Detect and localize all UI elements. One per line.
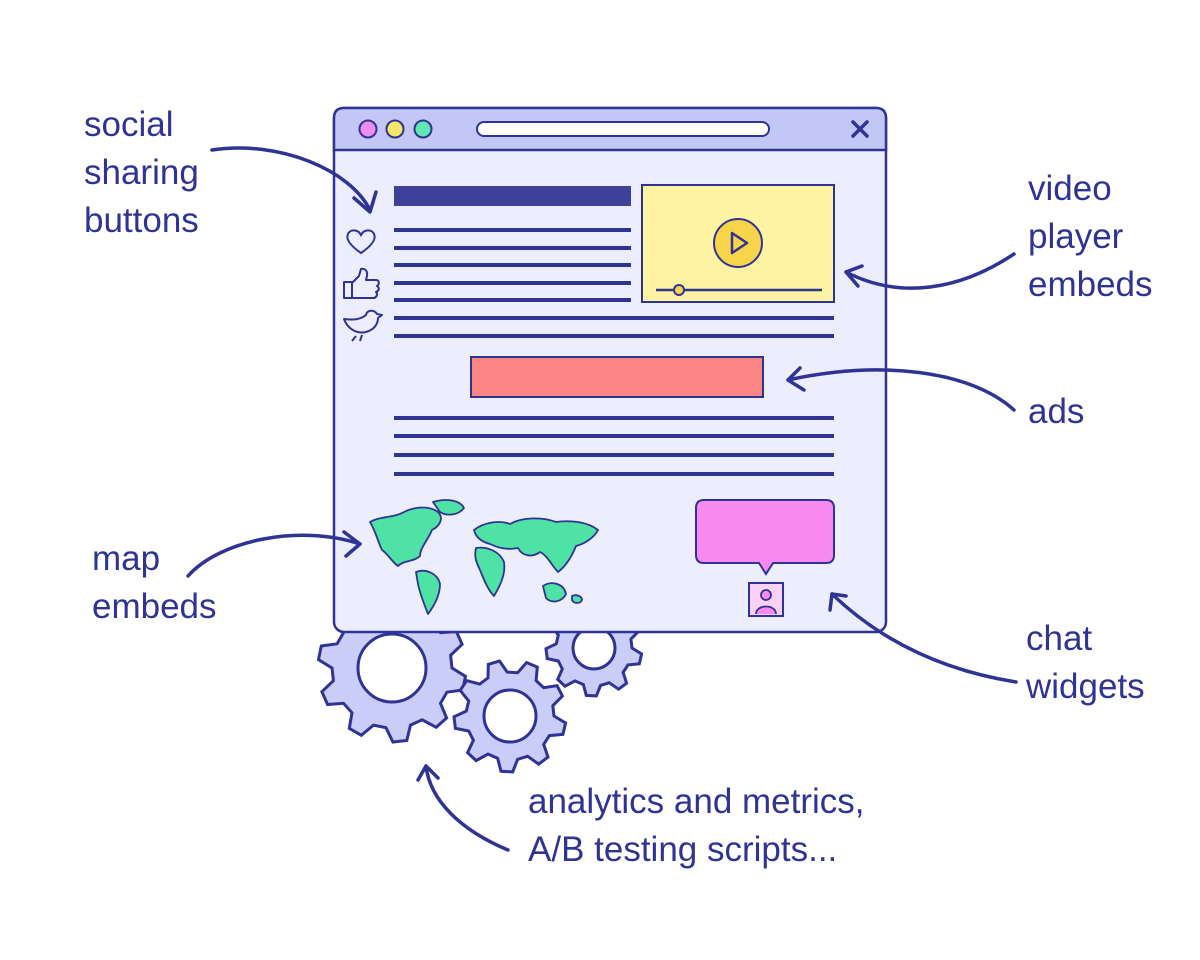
label-chat-widgets: chat widgets bbox=[1026, 615, 1145, 711]
label-line: player bbox=[1028, 217, 1124, 256]
label-line: widgets bbox=[1026, 667, 1145, 706]
label-line: embeds bbox=[1028, 265, 1153, 304]
arrow-social bbox=[210, 146, 378, 214]
progress-handle[interactable] bbox=[673, 284, 685, 296]
address-bar[interactable] bbox=[476, 121, 770, 137]
label-line: social bbox=[84, 105, 174, 144]
label-line: sharing bbox=[84, 153, 199, 192]
chat-widget[interactable] bbox=[695, 499, 835, 617]
ad-banner[interactable] bbox=[470, 356, 764, 398]
world-map-icon bbox=[369, 499, 599, 615]
article-text-top bbox=[394, 228, 834, 338]
minimize-dot-yellow[interactable] bbox=[385, 119, 405, 139]
play-icon[interactable] bbox=[713, 218, 763, 268]
article-text-bottom bbox=[394, 416, 834, 476]
gear-icon bbox=[452, 659, 568, 774]
close-x-icon[interactable] bbox=[851, 120, 869, 138]
heart-icon[interactable] bbox=[346, 229, 376, 255]
label-map-embeds: map embeds bbox=[92, 535, 217, 631]
label-line: buttons bbox=[84, 201, 199, 240]
label-line: ads bbox=[1028, 392, 1085, 431]
bird-icon[interactable] bbox=[343, 309, 383, 342]
label-social-sharing-buttons: social sharing buttons bbox=[84, 101, 199, 245]
label-line: A/B testing scripts... bbox=[528, 830, 838, 869]
label-line: analytics and metrics, bbox=[528, 782, 865, 821]
arrow-scripts bbox=[416, 764, 510, 852]
arrow-ads bbox=[786, 366, 1016, 412]
maximize-dot-green[interactable] bbox=[413, 119, 433, 139]
article-heading bbox=[394, 186, 631, 206]
label-line: chat bbox=[1026, 619, 1093, 658]
close-dot-pink[interactable] bbox=[358, 119, 378, 139]
label-line: map bbox=[92, 539, 161, 578]
label-analytics-scripts: analytics and metrics, A/B testing scrip… bbox=[528, 778, 865, 874]
arrow-chat bbox=[828, 592, 1018, 684]
label-video-player-embeds: video player embeds bbox=[1028, 165, 1153, 309]
label-line: embeds bbox=[92, 587, 217, 626]
label-ads: ads bbox=[1028, 388, 1084, 436]
arrow-video bbox=[844, 252, 1016, 290]
arrow-map bbox=[186, 530, 362, 578]
thumbs-up-icon[interactable] bbox=[343, 267, 380, 299]
video-player[interactable] bbox=[641, 184, 835, 303]
label-line: video bbox=[1028, 169, 1112, 208]
